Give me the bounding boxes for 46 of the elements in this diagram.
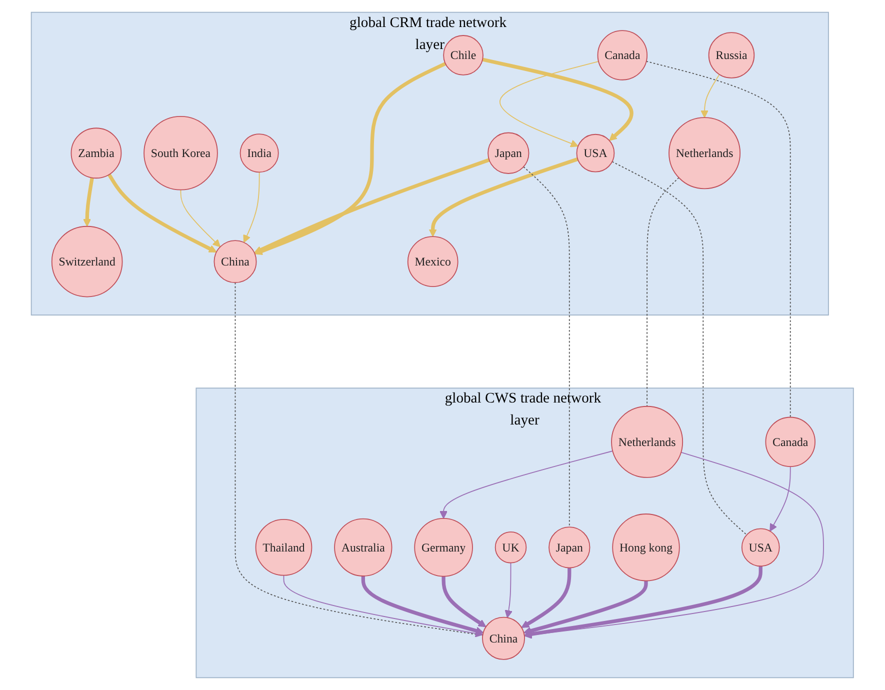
- connector: [234, 282, 484, 636]
- connector: [646, 60, 791, 418]
- arrow: [361, 576, 484, 635]
- node-circle: South Korea: [144, 116, 218, 190]
- arrow: [440, 450, 614, 519]
- arrow: [500, 60, 600, 148]
- arrow: [254, 158, 490, 254]
- node-circle: USA: [576, 134, 615, 172]
- node-circle: Chile: [443, 35, 484, 76]
- node-circle: China: [482, 616, 526, 660]
- arrow: [243, 172, 260, 243]
- node-circle: Switzerland: [52, 226, 123, 298]
- arrow: [482, 58, 634, 141]
- node-circle: Thailand: [255, 518, 312, 576]
- node-circle: Australia: [334, 518, 392, 576]
- node-circle: Russia: [708, 32, 755, 78]
- node-circle: Canada: [597, 30, 648, 80]
- arrow: [283, 574, 484, 638]
- arrow: [83, 177, 94, 227]
- arrow: [254, 62, 446, 255]
- node-circle: USA: [742, 528, 780, 567]
- arrow: [504, 562, 513, 618]
- node-circle: Hong kong: [612, 514, 680, 582]
- node-circle: Netherlands: [611, 406, 684, 478]
- node-circle: Japan: [548, 526, 590, 568]
- connector: [612, 161, 748, 536]
- node-circle: Germany: [414, 518, 474, 577]
- arrow: [770, 466, 791, 532]
- arrow: [524, 566, 763, 638]
- node-circle: China: [214, 240, 257, 284]
- arrow: [524, 452, 824, 639]
- node-circle: Japan: [488, 132, 530, 174]
- arrow: [700, 74, 720, 118]
- arrow: [442, 576, 486, 628]
- node-circle: Canada: [765, 416, 816, 468]
- arrow: [180, 189, 221, 248]
- arrow: [108, 174, 217, 252]
- connector: [523, 166, 570, 528]
- node-circle: Mexico: [408, 236, 458, 288]
- node-circle: India: [240, 134, 279, 173]
- node-circle: Netherlands: [668, 117, 741, 190]
- node-circle: UK: [495, 532, 527, 564]
- arrow: [521, 568, 572, 628]
- arrow: [428, 157, 578, 237]
- connector: [646, 177, 680, 407]
- node-circle: Zambia: [70, 128, 122, 179]
